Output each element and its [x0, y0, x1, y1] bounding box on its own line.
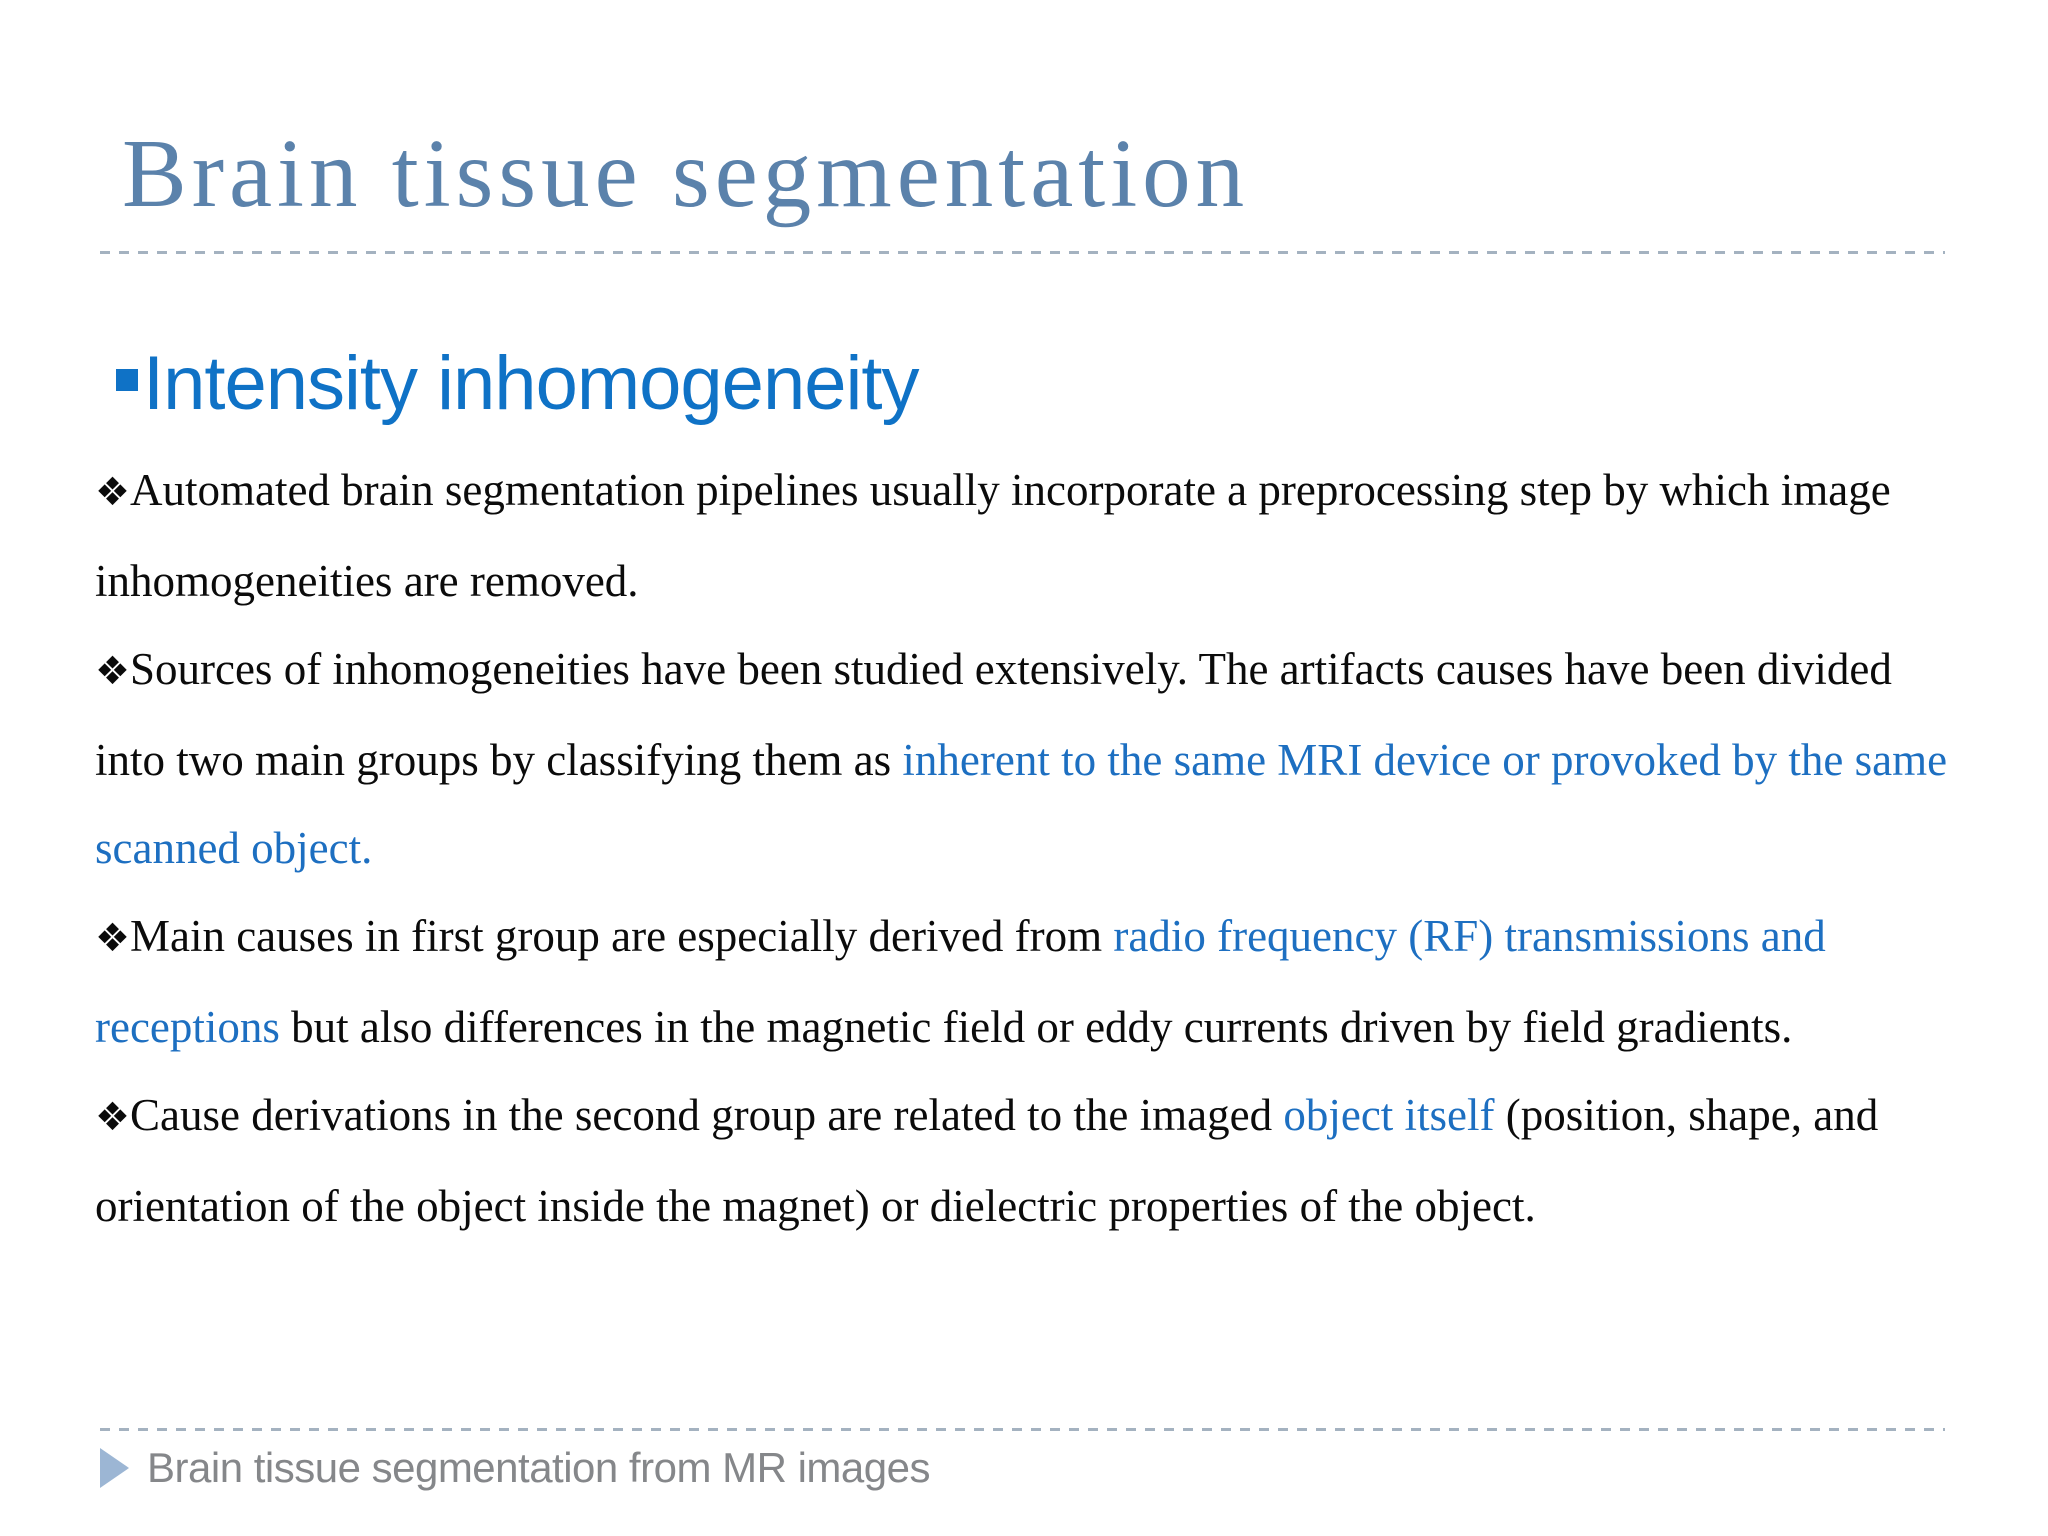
section-heading-label: Intensity inhomogeneity	[143, 341, 919, 426]
bullet-item: ❖Sources of inhomogeneities have been st…	[95, 625, 1953, 892]
square-bullet-icon	[116, 369, 138, 391]
bullet-text: Main causes in first group are especiall…	[129, 911, 1114, 961]
footer-divider-dashed-line	[100, 1428, 1945, 1431]
footer: Brain tissue segmentation from MR images	[100, 1444, 930, 1492]
diamond-bullet-icon: ❖	[95, 649, 130, 694]
title-divider-dashed-line	[100, 251, 1945, 254]
diamond-bullet-icon: ❖	[95, 1095, 130, 1140]
bullet-list: ❖Automated brain segmentation pipelines …	[95, 446, 1953, 1250]
bullet-text: Automated brain segmentation pipelines u…	[95, 465, 1891, 606]
footer-label: Brain tissue segmentation from MR images	[147, 1444, 930, 1491]
bullet-text-highlight: object itself	[1283, 1090, 1495, 1140]
diamond-bullet-icon: ❖	[95, 916, 130, 961]
slide-title: Brain tissue segmentation	[122, 120, 1250, 227]
section-heading: Intensity inhomogeneity	[116, 341, 919, 426]
bullet-item: ❖Main causes in first group are especial…	[95, 892, 1953, 1071]
bullet-text: Cause derivations in the second group ar…	[129, 1090, 1284, 1140]
bullet-text: Sources of inhomogeneities have been stu…	[95, 644, 1892, 785]
footer-triangle-icon	[100, 1448, 129, 1488]
bullet-text-highlight: inherent to the same MRI device or provo…	[95, 735, 1948, 873]
bullet-item: ❖Cause derivations in the second group a…	[95, 1071, 1953, 1250]
bullet-text: (position, shape, and orientation of the…	[95, 1090, 1879, 1231]
diamond-bullet-icon: ❖	[95, 470, 130, 515]
bullet-item: ❖Automated brain segmentation pipelines …	[95, 446, 1953, 625]
bullet-text: but also differences in the magnetic fie…	[279, 1002, 1793, 1052]
bullet-text-highlight: radio frequency (RF) transmissions and r…	[95, 911, 1826, 1052]
